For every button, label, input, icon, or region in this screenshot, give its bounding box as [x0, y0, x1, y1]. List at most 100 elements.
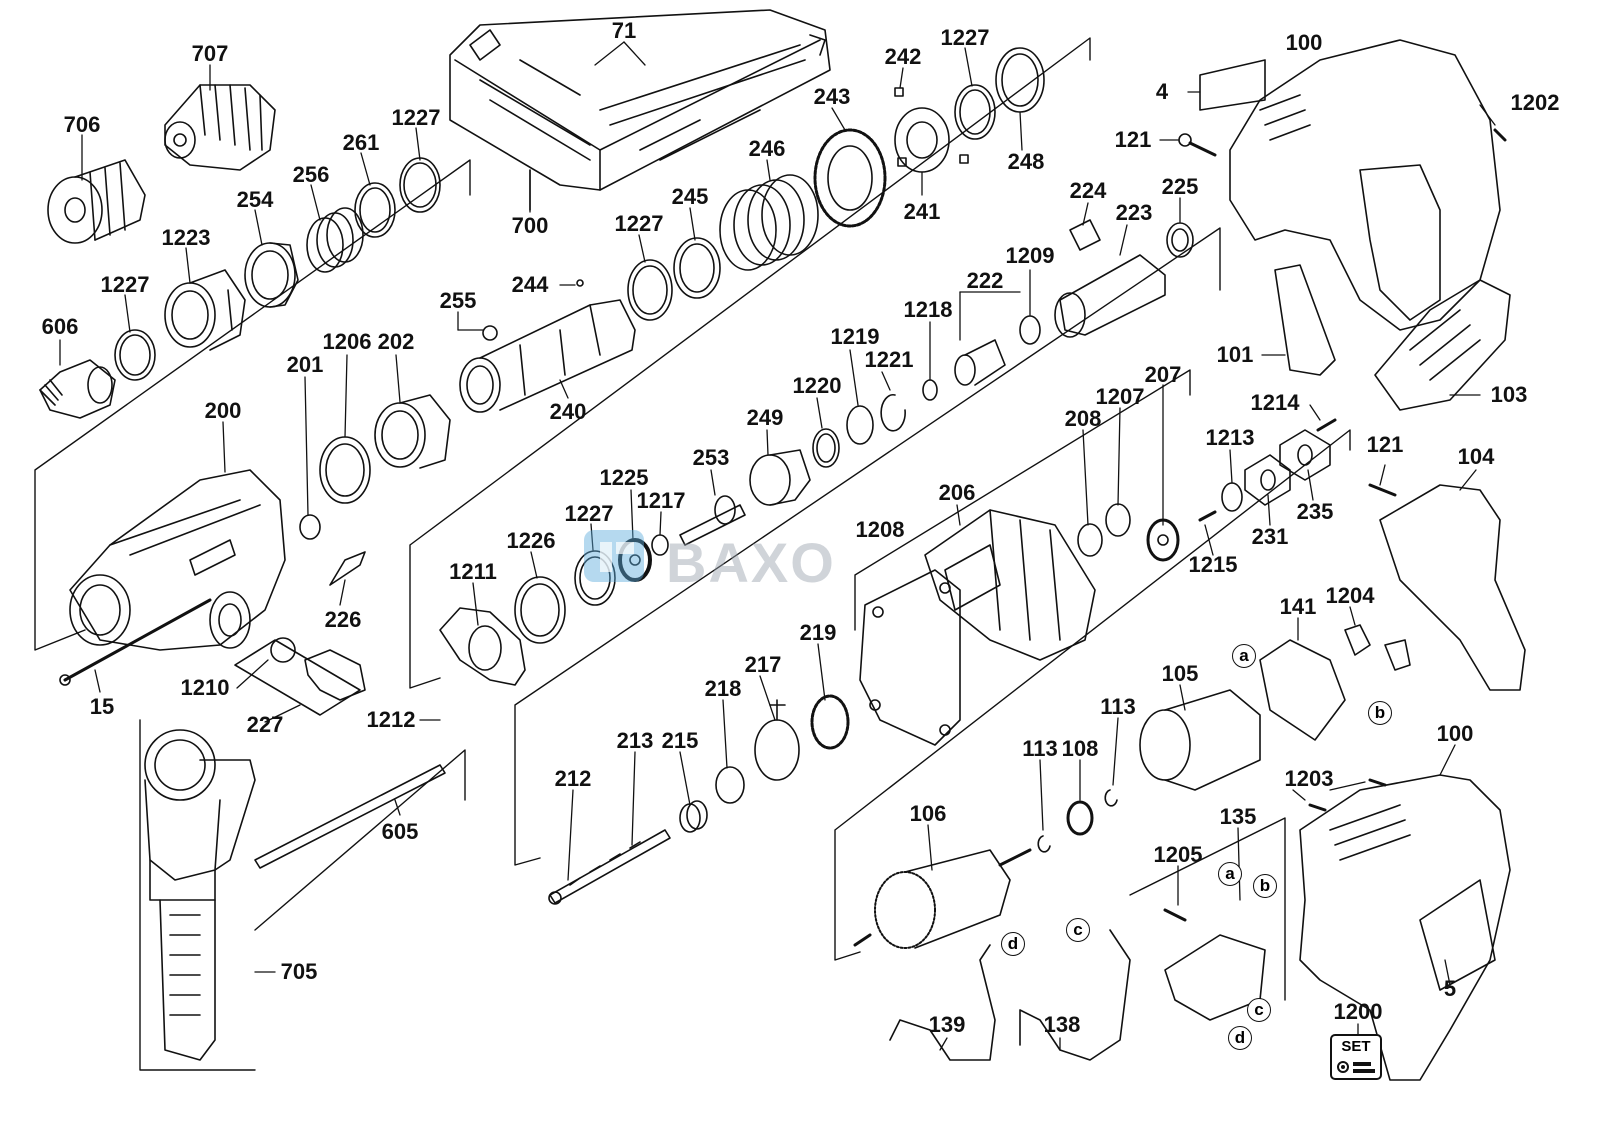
part-label-219: 219 — [799, 620, 837, 645]
chuck-parts — [39, 84, 441, 419]
connector-d-marker: d — [1001, 932, 1025, 956]
part-label-1202: 1202 — [1510, 90, 1560, 115]
part-label-241: 241 — [903, 199, 941, 224]
connector-b-marker: b — [1368, 701, 1392, 725]
side-handle — [144, 729, 446, 1061]
part-label-1221: 1221 — [864, 347, 914, 372]
part-label-1207: 1207 — [1095, 384, 1145, 409]
baxo-logo-icon — [584, 530, 644, 582]
part-label-101: 101 — [1216, 342, 1254, 367]
part-label-1227: 1227 — [614, 211, 664, 236]
part-label-208: 208 — [1064, 406, 1102, 431]
part-label-253: 253 — [692, 445, 730, 470]
connector-b-marker: b — [1253, 874, 1277, 898]
part-label-139: 139 — [928, 1012, 966, 1037]
screw-set-icon — [1337, 1061, 1375, 1073]
part-label-103: 103 — [1490, 382, 1528, 407]
part-label-606: 606 — [41, 314, 79, 339]
motor-gearbox-parts — [548, 418, 1337, 905]
motor-electric-parts — [853, 624, 1411, 1061]
assembly-frames — [34, 37, 1351, 1071]
part-label-108: 108 — [1061, 736, 1099, 761]
part-label-113: 113 — [1100, 694, 1136, 719]
part-label-1217: 1217 — [636, 488, 686, 513]
gear-piston-parts — [459, 47, 1045, 413]
part-label-243: 243 — [813, 84, 851, 109]
part-label-1219: 1219 — [830, 324, 880, 349]
connector-d-marker: d — [1228, 1026, 1252, 1050]
part-label-227: 227 — [246, 712, 284, 737]
part-label-100: 100 — [1285, 30, 1323, 55]
part-label-207: 207 — [1144, 362, 1182, 387]
part-label-1220: 1220 — [792, 373, 842, 398]
part-label-1206: 1206 — [322, 329, 372, 354]
part-label-1213: 1213 — [1205, 425, 1255, 450]
part-label-261: 261 — [342, 130, 380, 155]
connector-c-marker: c — [1247, 998, 1271, 1022]
part-label-1218: 1218 — [903, 297, 953, 322]
part-label-256: 256 — [292, 162, 330, 187]
part-label-231: 231 — [1251, 524, 1289, 549]
part-label-1215: 1215 — [1188, 552, 1238, 577]
part-label-705: 705 — [280, 959, 318, 984]
part-label-1227: 1227 — [564, 501, 614, 526]
part-label-217: 217 — [744, 652, 782, 677]
part-label-71: 71 — [611, 18, 637, 43]
part-label-213: 213 — [616, 728, 654, 753]
part-label-1227: 1227 — [100, 272, 150, 297]
part-label-223: 223 — [1115, 200, 1153, 225]
part-label-4: 4 — [1155, 79, 1169, 104]
part-label-1214: 1214 — [1250, 390, 1300, 415]
part-label-1223: 1223 — [161, 225, 211, 250]
part-label-242: 242 — [884, 44, 922, 69]
part-label-1204: 1204 — [1325, 583, 1375, 608]
part-label-235: 235 — [1296, 499, 1334, 524]
part-label-224: 224 — [1069, 178, 1107, 203]
part-label-135: 135 — [1219, 804, 1257, 829]
part-label-15: 15 — [89, 694, 115, 719]
part-label-1227: 1227 — [940, 25, 990, 50]
part-label-104: 104 — [1457, 444, 1495, 469]
connector-a-marker: a — [1232, 644, 1256, 668]
part-label-121: 121 — [1114, 127, 1152, 152]
part-label-225: 225 — [1161, 174, 1199, 199]
part-label-240: 240 — [549, 399, 587, 424]
part-label-700: 700 — [511, 213, 549, 238]
part-label-1210: 1210 — [180, 675, 230, 700]
part-label-202: 202 — [377, 329, 415, 354]
part-label-1208: 1208 — [855, 517, 905, 542]
part-label-1209: 1209 — [1005, 243, 1055, 268]
connector-c-marker: c — [1066, 918, 1090, 942]
part-label-254: 254 — [236, 187, 274, 212]
part-label-249: 249 — [746, 405, 784, 430]
watermark-text: BAXO — [666, 531, 836, 594]
part-label-200: 200 — [204, 398, 242, 423]
part-label-100: 100 — [1436, 721, 1474, 746]
intermediate-shaft-parts — [439, 219, 1194, 686]
part-label-201: 201 — [286, 352, 324, 377]
part-label-1226: 1226 — [506, 528, 556, 553]
part-label-105: 105 — [1161, 661, 1199, 686]
part-label-1205: 1205 — [1153, 842, 1203, 867]
part-label-1200: 1200 — [1333, 999, 1383, 1024]
part-label-138: 138 — [1043, 1012, 1081, 1037]
part-label-1227: 1227 — [391, 105, 441, 130]
part-label-1211: 1211 — [449, 559, 497, 584]
part-label-1203: 1203 — [1284, 766, 1334, 791]
part-label-244: 244 — [511, 272, 549, 297]
part-label-121: 121 — [1366, 432, 1404, 457]
part-label-226: 226 — [324, 607, 362, 632]
part-label-248: 248 — [1007, 149, 1045, 174]
part-label-605: 605 — [381, 819, 419, 844]
part-label-212: 212 — [554, 766, 592, 791]
front-housing — [59, 394, 451, 716]
set-badge-text: SET — [1341, 1038, 1371, 1055]
part-label-222: 222 — [966, 268, 1004, 293]
part-label-106: 106 — [909, 801, 947, 826]
part-label-218: 218 — [704, 676, 742, 701]
part-label-215: 215 — [661, 728, 699, 753]
leader-lines — [59, 41, 1496, 1051]
part-label-707: 707 — [191, 41, 229, 66]
